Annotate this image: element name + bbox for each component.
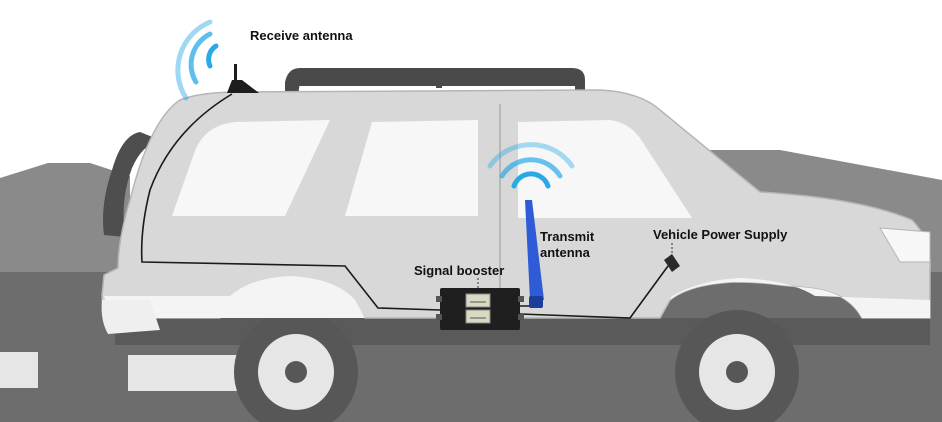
transmit-antenna-label-line1: Transmit [540, 229, 595, 244]
middle-window [345, 120, 478, 216]
receive-antenna-cable [140, 93, 441, 311]
receive-antenna [227, 64, 259, 93]
road-marking-middle [128, 355, 254, 391]
car-side-highlight [104, 276, 365, 318]
roof-rack [285, 68, 585, 95]
rear-wheel [234, 310, 358, 422]
rear-window [172, 120, 330, 216]
headlight [879, 227, 931, 263]
vehicle-power-supply-label: Vehicle Power Supply [653, 227, 788, 242]
background-hill-left [0, 163, 130, 280]
transmit-antenna-label-line2: antenna [540, 245, 590, 260]
rear-bumper [101, 300, 160, 334]
receive-antenna-label: Receive antenna [250, 28, 353, 43]
front-window [518, 120, 692, 218]
vehicle-power-plug [664, 254, 680, 272]
car-underbody [115, 318, 930, 345]
spare-tire [103, 132, 160, 237]
power-cable [519, 265, 669, 319]
front-wheel [675, 310, 799, 422]
signal-booster-device [436, 288, 524, 330]
signal-booster-label: Signal booster [414, 263, 505, 278]
transmit-signal-waves-icon [487, 142, 575, 189]
receive-signal-waves-icon [175, 19, 219, 101]
road-marking-left [0, 352, 38, 388]
transmit-antenna [525, 200, 544, 308]
car-side-highlight-front [660, 278, 930, 318]
